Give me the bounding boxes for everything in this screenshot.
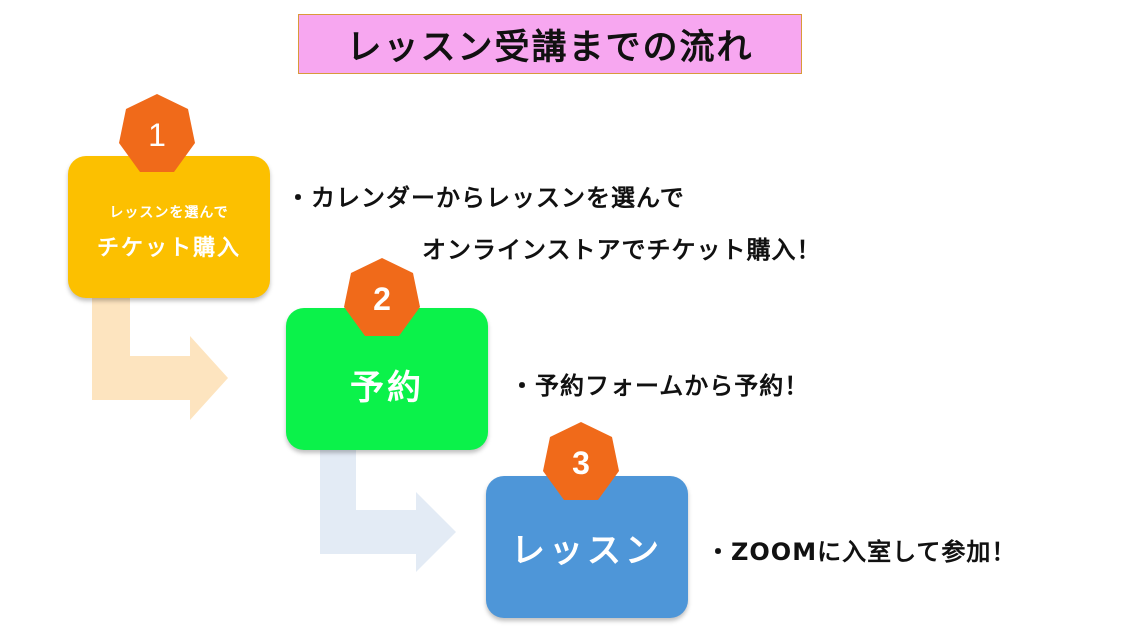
step-1-number: 1 xyxy=(148,116,166,153)
step-3-desc: ・ZOOMに入室して参加！ xyxy=(706,538,1017,566)
step-3-number: 3 xyxy=(572,444,590,481)
step-1-desc-line2: オンラインストアでチケット購入！ xyxy=(422,236,822,264)
step-1-desc-line1: ・カレンダーからレッスンを選んで xyxy=(286,184,685,212)
flow-arrow-2 xyxy=(320,450,456,572)
step-3-box-label: レッスン xyxy=(511,530,663,571)
step-2-box-label: 予約 xyxy=(350,367,424,408)
step-1-box: レッスンを選んで チケット購入 xyxy=(68,156,270,298)
page-title: レッスン受講までの流れ xyxy=(346,27,754,68)
heptagon-icon xyxy=(543,422,619,500)
step-3-badge: 3 xyxy=(541,420,621,506)
flow-arrow-1 xyxy=(92,298,228,420)
step-1-box-line2: チケット購入 xyxy=(96,236,241,261)
step-2-badge: 2 xyxy=(342,256,422,342)
title-banner: レッスン受講までの流れ xyxy=(298,14,802,74)
heptagon-icon xyxy=(344,258,420,336)
heptagon-icon xyxy=(119,94,195,172)
step-2-desc: ・予約フォームから予約！ xyxy=(510,372,810,400)
step-2-number: 2 xyxy=(373,280,391,317)
step-1-badge: 1 xyxy=(117,92,197,178)
step-1-box-line1: レッスンを選んで xyxy=(109,205,229,221)
